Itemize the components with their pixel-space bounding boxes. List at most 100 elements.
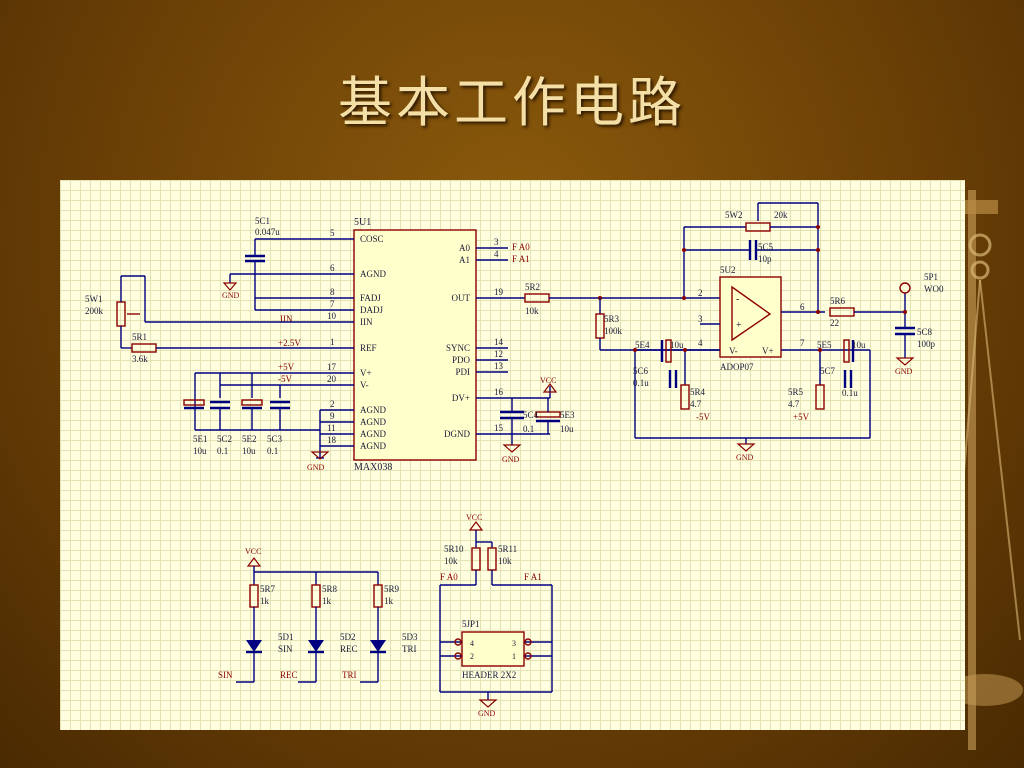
c7-ref: 5C7 (820, 366, 836, 376)
gnd-label: GND (895, 367, 913, 376)
gnd-label: GND (307, 463, 325, 472)
e3-ref: 5E3 (560, 410, 575, 420)
c5-val: 10p (758, 254, 772, 264)
net-plus5-label: +5V (793, 412, 810, 422)
d1-val: SIN (278, 644, 293, 654)
u1-pin-name: SYNC (446, 343, 470, 353)
c4-val: 0.1 (523, 424, 534, 434)
c1-val: 0.047u (255, 227, 280, 237)
dv-decoupling: VCC GND 5C4 0.1 5E3 10u (500, 376, 575, 464)
r8-val: 1k (322, 596, 332, 606)
u1-pin-num: 12 (494, 349, 503, 359)
schematic-board: 5U1 MAX038 5 6 8 7 10 1 17 20 2 9 11 18 … (60, 180, 965, 730)
u1-pin-name: V+ (360, 368, 372, 378)
net-rec-label: REC (280, 670, 298, 680)
u1-pin-num: 5 (330, 228, 335, 238)
r11-val: 10k (498, 556, 512, 566)
e2-val: 10u (242, 446, 256, 456)
w1-potentiometer: 5W1 200k (85, 275, 320, 348)
net-iin-label: IIN (280, 314, 293, 324)
w1-val: 200k (85, 306, 104, 316)
r2-ref: 5R2 (525, 282, 540, 292)
c2-val: 0.1 (217, 446, 228, 456)
u1-pin-num: 16 (494, 387, 504, 397)
r5-val: 4.7 (788, 399, 800, 409)
jp1-pin: 2 (470, 652, 474, 661)
net-ref-label: +2.5V (278, 338, 301, 348)
u1-pin-num: 1 (330, 337, 335, 347)
supply-decoupling: +5V -5V 5E1 10u 5C2 0.1 5E2 10u 5C3 0.1 (183, 362, 320, 456)
u1-pin-name: A1 (459, 255, 470, 265)
net-sin-label: SIN (218, 670, 233, 680)
net-plus5-label: +5V (278, 362, 295, 372)
e5-ref: 5E5 (817, 340, 832, 350)
net-tri-label: TRI (342, 670, 357, 680)
u1-pin-num: 3 (494, 237, 499, 247)
u1-pin-name: PDO (452, 355, 471, 365)
r3-val: 100k (604, 326, 623, 336)
jp1-ref: 5JP1 (462, 619, 480, 629)
gnd-label: GND (502, 455, 520, 464)
u1-pin-num: 13 (494, 361, 504, 371)
u1-pin-name: COSC (360, 234, 384, 244)
e3-val: 10u (560, 424, 574, 434)
r4-val: 4.7 (690, 399, 702, 409)
w2-c5-feedback: 5W2 20k 5C5 10p (682, 202, 820, 314)
d2-ref: 5D2 (340, 632, 356, 642)
d3-ref: 5D3 (402, 632, 418, 642)
c1-ref: 5C1 (255, 216, 270, 226)
u2-vminus: V- (729, 346, 738, 356)
e4-ref: 5E4 (635, 340, 650, 350)
jp1-val: HEADER 2X2 (462, 670, 516, 680)
r10-ref: 5R10 (444, 544, 464, 554)
jp1-pin: 4 (470, 639, 474, 648)
r1-ref: 5R1 (132, 332, 147, 342)
r8-ref: 5R8 (322, 584, 338, 594)
slide-title: 基本工作电路 (338, 71, 686, 134)
u2-pin: 7 (800, 338, 805, 348)
u1-pin-name: FADJ (360, 293, 381, 303)
u2-pin: 2 (698, 288, 703, 298)
w2-ref: 5W2 (725, 210, 743, 220)
u1-pin-num: 4 (494, 249, 499, 259)
u1-pin-name: AGND (360, 269, 386, 279)
c3-val: 0.1 (267, 446, 278, 456)
jumper-header: VCC 5R10 10k 5R11 10k F A0 F A1 5JP1 HEA… (439, 513, 553, 718)
r11-ref: 5R11 (498, 544, 517, 554)
r6-val: 22 (830, 318, 839, 328)
gnd-label: GND (478, 709, 496, 718)
c7-val: 0.1u (842, 388, 858, 398)
led-indicators: VCC 5R7 1k 5R8 1k 5R9 1k 5D1 SIN 5D2 (218, 547, 418, 683)
u1-pin-num: 11 (327, 423, 336, 433)
u1-pin-name: DADJ (360, 305, 383, 315)
u1-left-pin-names: COSC AGND FADJ DADJ IIN REF V+ V- AGND A… (360, 234, 386, 451)
p1-val: WO0 (924, 284, 944, 294)
net-fa1-label: F A1 (512, 254, 530, 264)
r7-ref: 5R7 (260, 584, 276, 594)
u1-right-pin-numbers: 3 4 19 14 12 13 16 15 (494, 237, 504, 433)
plus5-decoupling: 5E5 10u 5C7 0.1u 5R5 4.7 +5V (781, 339, 871, 438)
u1-pin-num: 9 (330, 411, 335, 421)
d1-ref: 5D1 (278, 632, 294, 642)
u1-right-pin-names: A0 A1 OUT SYNC PDO PDI DV+ DGND (444, 243, 470, 439)
u1-pin-name: REF (360, 343, 377, 353)
r9-ref: 5R9 (384, 584, 400, 594)
u1-pin-name: V- (360, 380, 369, 390)
u1-left-pin-numbers: 5 6 8 7 10 1 17 20 2 9 11 18 (327, 228, 337, 445)
r2-resistor: 5R2 10k (524, 282, 720, 316)
u2-ref: 5U2 (720, 265, 736, 275)
e4-val: 10u (670, 340, 684, 350)
r1-resistor: 5R1 3.6k +2.5V (121, 332, 320, 364)
u1-pin-num: 10 (327, 311, 337, 321)
r3-ref: 5R3 (604, 314, 620, 324)
u2-part: ADOP07 (720, 362, 754, 372)
u1-pin-num: 15 (494, 423, 504, 433)
u2-minus: - (736, 294, 739, 305)
c4-ref: 5C4 (523, 410, 539, 420)
u1-pin-name: AGND (360, 417, 386, 427)
u2-pin: 3 (698, 314, 703, 324)
u1-right-pin-lines (476, 247, 550, 435)
u1-pin-num: 17 (327, 362, 337, 372)
jp1-pin: 3 (512, 639, 516, 648)
net-fa0-label: F A0 (512, 242, 530, 252)
